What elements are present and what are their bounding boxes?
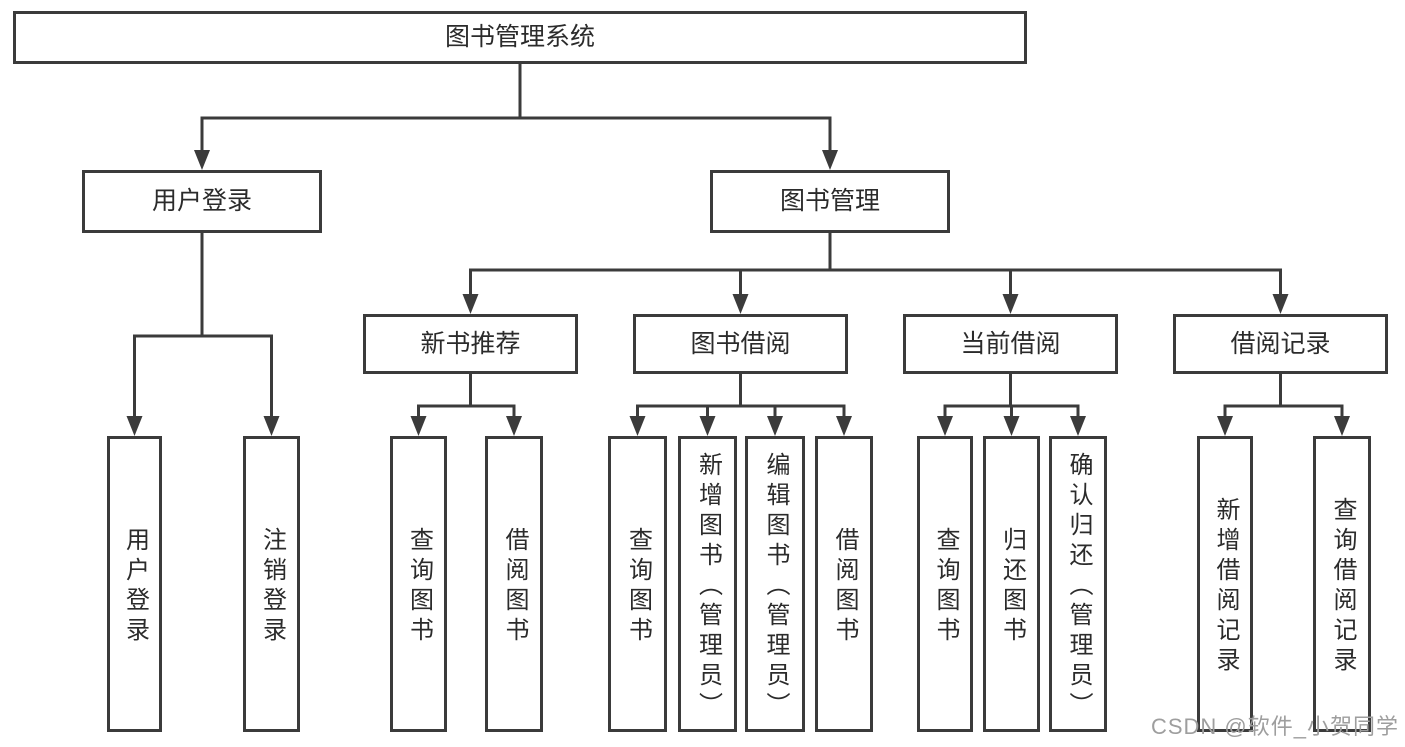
node-book-borrow-label: 图书借阅: [690, 329, 791, 358]
leaf-query-books-1-label: 查询图书: [405, 527, 433, 647]
leaf-query-books-2: 查询图书: [608, 436, 667, 732]
connector-current-borrow-to-leaves: [937, 372, 1086, 436]
leaf-query-books-3-label: 查询图书: [932, 527, 959, 647]
leaf-borrow-books-2: 借阅图书: [815, 436, 873, 732]
connector-book-mgmt-to-level3: [462, 231, 1289, 314]
connector-book-borrow-to-leaves: [629, 372, 852, 436]
node-borrow-records: 借阅记录: [1173, 314, 1388, 374]
leaf-edit-books-admin-label: 编辑图书（管理员）: [762, 452, 789, 722]
leaf-return-books: 归还图书: [983, 436, 1040, 732]
node-borrow-records-label: 借阅记录: [1230, 329, 1331, 358]
node-book-management: 图书管理: [710, 170, 950, 233]
node-book-borrow: 图书借阅: [633, 314, 848, 374]
leaf-query-books-3: 查询图书: [917, 436, 973, 732]
connector-user-login-to-leaves: [126, 231, 280, 436]
connector-borrow-records-to-leaves: [1217, 372, 1350, 436]
leaf-query-borrow-record: 查询借阅记录: [1313, 436, 1371, 732]
leaf-add-borrow-record-label: 新增借阅记录: [1212, 497, 1239, 677]
leaf-confirm-return-admin: 确认归还（管理员）: [1049, 436, 1107, 732]
leaf-user-login: 用户登录: [107, 436, 162, 732]
connector-root-to-level2: [194, 62, 838, 170]
leaf-borrow-books-1: 借阅图书: [485, 436, 543, 732]
node-book-management-label: 图书管理: [779, 187, 880, 215]
leaf-query-borrow-record-label: 查询借阅记录: [1329, 497, 1356, 677]
leaf-logout: 注销登录: [243, 436, 300, 732]
leaf-borrow-books-1-label: 借阅图书: [501, 527, 528, 647]
node-new-book-recommend: 新书推荐: [363, 314, 578, 374]
leaf-add-books-admin: 新增图书（管理员）: [678, 436, 737, 732]
leaf-confirm-return-admin-label: 确认归还（管理员）: [1065, 452, 1092, 722]
leaf-add-borrow-record: 新增借阅记录: [1197, 436, 1253, 732]
leaf-borrow-books-2-label: 借阅图书: [831, 527, 858, 647]
node-current-borrow-label: 当前借阅: [960, 329, 1061, 358]
node-root-system-label: 图书管理系统: [444, 23, 595, 51]
csdn-watermark: CSDN @软件_小贺同学: [1150, 714, 1399, 739]
leaf-user-login-label: 用户登录: [121, 527, 149, 647]
node-root-system: 图书管理系统: [13, 11, 1027, 64]
leaf-query-books-2-label: 查询图书: [624, 527, 652, 647]
leaf-add-books-admin-label: 新增图书（管理员）: [694, 452, 722, 722]
connector-new-books-to-leaves: [410, 372, 522, 436]
leaf-return-books-label: 归还图书: [998, 527, 1026, 647]
node-new-book-recommend-label: 新书推荐: [420, 329, 521, 358]
leaf-edit-books-admin: 编辑图书（管理员）: [745, 436, 805, 732]
leaf-logout-label: 注销登录: [258, 527, 286, 647]
node-user-login-label: 用户登录: [151, 187, 252, 215]
node-current-borrow: 当前借阅: [903, 314, 1118, 374]
node-user-login: 用户登录: [82, 170, 322, 233]
leaf-query-books-1: 查询图书: [390, 436, 447, 732]
